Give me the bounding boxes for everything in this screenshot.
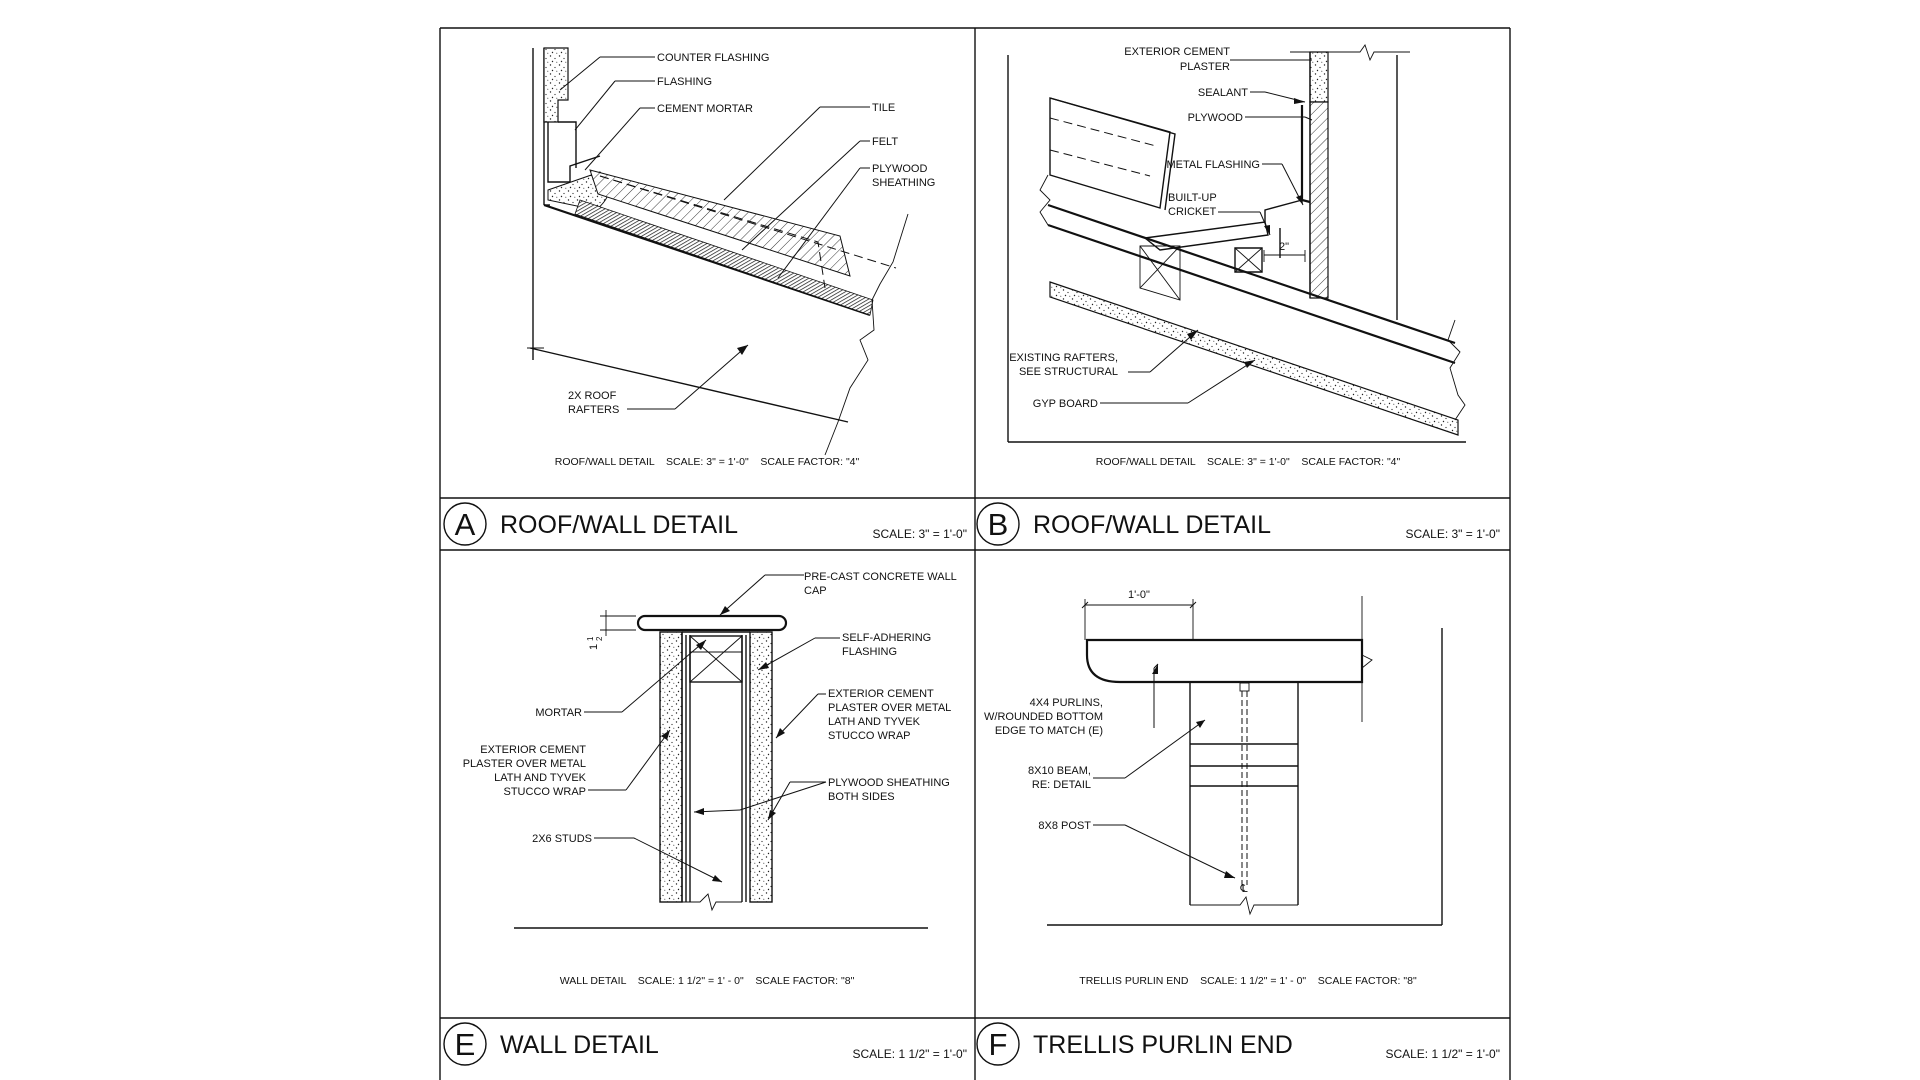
panel-a-drawing bbox=[527, 47, 909, 456]
panel-e-caption: WALL DETAIL SCALE: 1 1/2" = 1' - 0" SCAL… bbox=[560, 975, 855, 987]
panel-b-caption: ROOF/WALL DETAIL SCALE: 3" = 1'-0" SCALE… bbox=[1096, 456, 1401, 468]
note-cricket-1: BUILT-UP bbox=[1168, 192, 1217, 204]
panel-f-letter-bubble bbox=[976, 1022, 1020, 1066]
note-metal-flashing: METAL FLASHING bbox=[1166, 159, 1260, 171]
note-ext-right-1: EXTERIOR CEMENT bbox=[828, 688, 934, 700]
note-ext-left-2: PLASTER OVER METAL bbox=[463, 758, 586, 770]
panel-b-letter: B bbox=[988, 507, 1009, 542]
panel-e-drawing bbox=[514, 574, 928, 929]
panel-e-letter: E bbox=[455, 1027, 476, 1062]
note-rafters-2: RAFTERS bbox=[568, 404, 619, 416]
note-counter-flashing: COUNTER FLASHING bbox=[657, 52, 769, 64]
dim-cap-whole: 1 bbox=[588, 644, 600, 650]
panel-f-letter: F bbox=[989, 1027, 1008, 1062]
panel-f-caption: TRELLIS PURLIN END SCALE: 1 1/2" = 1' - … bbox=[1079, 975, 1417, 987]
panel-f-title: TRELLIS PURLIN END bbox=[1033, 1031, 1293, 1059]
panel-f-scale: SCALE: 1 1/2" = 1'-0" bbox=[1385, 1047, 1500, 1061]
note-ext-right-3: LATH AND TYVEK bbox=[828, 716, 921, 728]
dim-cap-num: 1 bbox=[586, 636, 595, 641]
note-cement-mortar: CEMENT MORTAR bbox=[657, 103, 753, 115]
panel-b-letter-bubble bbox=[976, 502, 1020, 546]
dim-1ft: 1'-0" bbox=[1128, 589, 1150, 601]
note-rafters-1: EXISTING RAFTERS, bbox=[1009, 352, 1118, 364]
panel-a-letter-bubble bbox=[443, 502, 487, 546]
note-tile: TILE bbox=[872, 102, 895, 114]
panel-b-scale: SCALE: 3" = 1'-0" bbox=[1405, 527, 1500, 541]
note-ext-right-4: STUCCO WRAP bbox=[828, 730, 911, 742]
note-concrete-cap-2: CAP bbox=[804, 585, 827, 597]
dim-2in: 2" bbox=[1279, 241, 1289, 253]
note-8x8-post: 8X8 POST bbox=[1038, 820, 1091, 832]
note-ext-plaster-2: PLASTER bbox=[1180, 61, 1230, 73]
note-purlins-3: EDGE TO MATCH (E) bbox=[995, 725, 1103, 737]
panel-e-scale: SCALE: 1 1/2" = 1'-0" bbox=[852, 1047, 967, 1061]
note-ext-left-4: STUCCO WRAP bbox=[504, 786, 587, 798]
panel-a: COUNTER FLASHING FLASHING CEMENT MORTAR … bbox=[443, 47, 967, 546]
note-beam-2: RE: DETAIL bbox=[1032, 779, 1091, 791]
centerline-icon: ℄ bbox=[1239, 883, 1247, 895]
panel-b: EXTERIOR CEMENT PLASTER SEALANT PLYWOOD … bbox=[976, 44, 1500, 546]
panel-a-letter: A bbox=[455, 507, 476, 542]
sheet-grid bbox=[439, 27, 1511, 1080]
panel-b-drawing bbox=[1007, 44, 1466, 443]
note-rafters-2: SEE STRUCTURAL bbox=[1019, 366, 1118, 378]
note-ext-left-1: EXTERIOR CEMENT bbox=[480, 744, 586, 756]
dim-cap-den: 2 bbox=[595, 636, 604, 641]
note-purlins-1: 4X4 PURLINS, bbox=[1030, 697, 1103, 709]
note-felt: FELT bbox=[872, 136, 898, 148]
dim-cap-thickness: 1 1 2 bbox=[586, 636, 604, 650]
note-rafters-1: 2X ROOF bbox=[568, 390, 617, 402]
note-concrete-cap-1: PRE-CAST CONCRETE WALL bbox=[804, 571, 957, 583]
panel-a-scale: SCALE: 3" = 1'-0" bbox=[872, 527, 967, 541]
note-self-adhering-2: FLASHING bbox=[842, 646, 897, 658]
note-mortar: MORTAR bbox=[535, 707, 582, 719]
note-ext-plaster-1: EXTERIOR CEMENT bbox=[1124, 46, 1230, 58]
note-plywood: PLYWOOD bbox=[1188, 112, 1243, 124]
note-plywood-2: SHEATHING bbox=[872, 177, 935, 189]
note-plywood-both-1: PLYWOOD SHEATHING bbox=[828, 777, 950, 789]
note-gyp-board: GYP BOARD bbox=[1033, 398, 1098, 410]
panel-f: 1'-0" 4X4 PURLINS, W/ROUNDED BOTTOM EDGE… bbox=[976, 589, 1500, 1066]
note-ext-right-2: PLASTER OVER METAL bbox=[828, 702, 951, 714]
note-purlins-2: W/ROUNDED BOTTOM bbox=[984, 711, 1103, 723]
panel-e-title: WALL DETAIL bbox=[500, 1031, 659, 1059]
panel-a-caption: ROOF/WALL DETAIL SCALE: 3" = 1'-0" SCALE… bbox=[555, 456, 860, 468]
note-cricket-2: CRICKET bbox=[1168, 206, 1217, 218]
panel-b-title: ROOF/WALL DETAIL bbox=[1033, 511, 1271, 539]
note-ext-left-3: LATH AND TYVEK bbox=[494, 772, 587, 784]
note-plywood-1: PLYWOOD bbox=[872, 163, 927, 175]
panel-f-drawing bbox=[1047, 596, 1443, 926]
panel-e-letter-bubble bbox=[443, 1022, 487, 1066]
panel-a-title: ROOF/WALL DETAIL bbox=[500, 511, 738, 539]
note-flashing: FLASHING bbox=[657, 76, 712, 88]
note-sealant: SEALANT bbox=[1198, 87, 1248, 99]
note-2x6-studs: 2X6 STUDS bbox=[532, 833, 592, 845]
note-plywood-both-2: BOTH SIDES bbox=[828, 791, 895, 803]
note-self-adhering-1: SELF-ADHERING bbox=[842, 632, 931, 644]
note-beam-1: 8X10 BEAM, bbox=[1028, 765, 1091, 777]
panel-e: PRE-CAST CONCRETE WALL CAP SELF-ADHERING… bbox=[443, 571, 967, 1066]
